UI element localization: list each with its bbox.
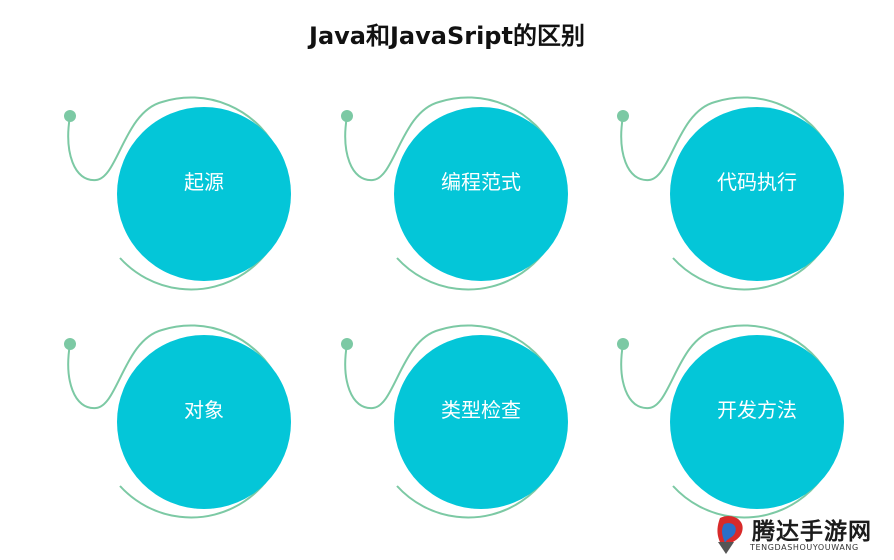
node-circle [117,107,291,281]
anchor-dot [617,338,629,350]
node-3: 代码执行 [615,92,891,308]
node-4: 对象 [62,320,338,536]
anchor-dot [341,338,353,350]
node-6: 开发方法 [615,320,891,536]
node-label-paradigm: 编程范式 [441,170,521,194]
anchor-dot [341,110,353,122]
node-label-objects: 对象 [184,398,224,422]
node-ring-decoration [64,96,291,291]
node-2: 编程范式 [339,92,615,308]
node-ring-decoration [617,324,844,519]
page-title: Java和JavaSript的区别 [309,22,585,50]
anchor-dot [617,110,629,122]
node-label-dev-method: 开发方法 [717,398,797,422]
node-circle [117,335,291,509]
node-ring-decoration [341,96,568,291]
node-circle [394,335,568,509]
node-ring-decoration [341,324,568,519]
node-label-type-checking: 类型检查 [441,398,521,422]
node-circle [394,107,568,281]
site-watermark: 腾达手游网 TENGDASHOUYOUWANG [712,512,888,556]
node-circle [670,107,844,281]
node-ring-decoration [617,96,844,291]
site-logo-icon [717,515,743,554]
anchor-dot [64,338,76,350]
watermark-name-en: TENGDASHOUYOUWANG [750,543,859,552]
node-circle [670,335,844,509]
node-label-execution: 代码执行 [717,170,797,194]
node-5: 类型检查 [339,320,615,536]
node-ring-decoration [64,324,291,519]
node-1: 起源 [62,92,338,308]
node-label-origin: 起源 [184,170,224,194]
anchor-dot [64,110,76,122]
watermark-name: 腾达手游网 [752,519,872,545]
